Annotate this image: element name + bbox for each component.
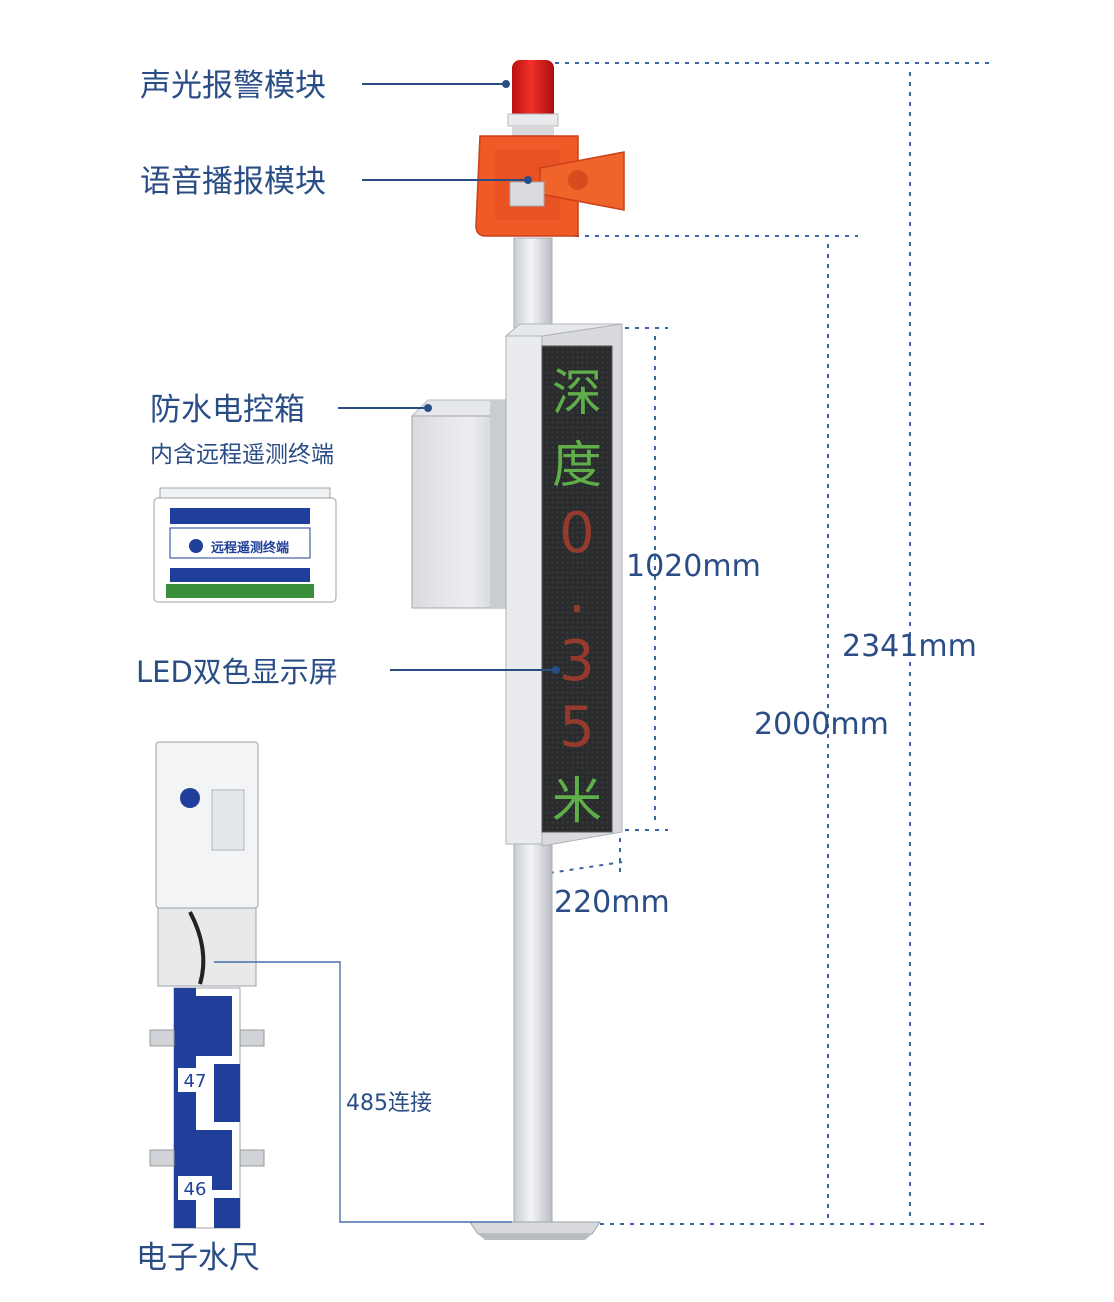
- gauge-mark-46: 46: [184, 1179, 207, 1200]
- base-plate: [469, 1221, 601, 1235]
- speaker-module: [475, 135, 625, 237]
- alarm-light: [507, 60, 559, 136]
- leader-lines: [338, 80, 560, 674]
- label-control-box: 防水电控箱: [150, 392, 305, 428]
- led-char-6: 5: [559, 695, 595, 760]
- gauge-mark-47: 47: [184, 1071, 207, 1092]
- led-char-5: 3: [559, 629, 595, 694]
- dimension-lines: [529, 62, 990, 1225]
- led-char-3: 0: [559, 501, 595, 566]
- dim-display-width: 220mm: [554, 885, 670, 920]
- dim-pole-height: 2000mm: [754, 707, 889, 742]
- led-char-4: .: [568, 561, 586, 626]
- label-water-gauge: 电子水尺: [136, 1240, 260, 1276]
- rtu-device: 远程遥测终端: [153, 487, 337, 603]
- led-char-7: 米: [552, 772, 602, 830]
- led-char-2: 度: [552, 436, 602, 494]
- led-display: 深 度 0 . 3 5 米: [504, 323, 624, 847]
- label-rs485: 485连接: [346, 1091, 432, 1116]
- control-box: [410, 399, 513, 609]
- dim-display-height: 1020mm: [626, 549, 761, 584]
- rs485-connection-line: [214, 961, 512, 1223]
- label-control-box-sub: 内含远程遥测终端: [150, 442, 334, 468]
- water-gauge: 47 46: [149, 741, 265, 1229]
- label-voice-module: 语音播报模块: [140, 164, 326, 200]
- dim-total-height: 2341mm: [842, 629, 977, 664]
- label-alarm-module: 声光报警模块: [140, 68, 326, 104]
- led-char-1: 深: [552, 364, 602, 422]
- rtu-title: 远程遥测终端: [211, 540, 289, 556]
- label-led-screen: LED双色显示屏: [136, 655, 338, 689]
